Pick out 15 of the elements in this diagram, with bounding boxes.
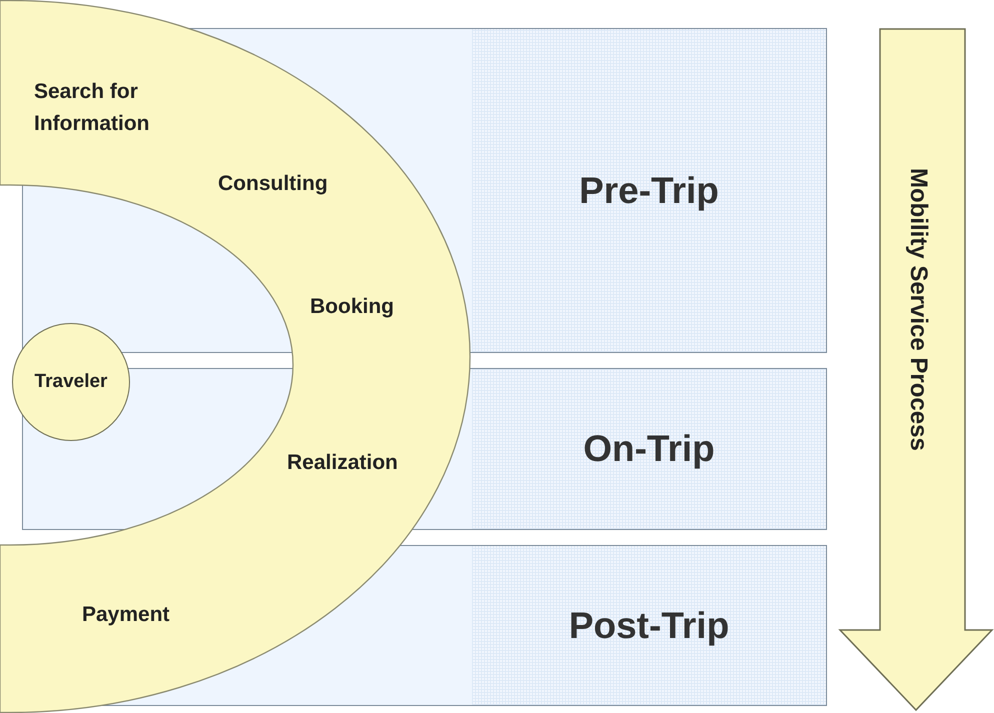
step-label: Booking — [310, 294, 395, 320]
process-arrow — [838, 28, 994, 712]
step-label: Consulting — [218, 171, 329, 197]
phase-label: Post-Trip — [568, 604, 730, 646]
phase-label: Pre-Trip — [578, 170, 720, 212]
step-label: Payment — [82, 602, 171, 628]
step-label: Search for Information — [34, 79, 150, 137]
traveler-label: Traveler — [34, 371, 108, 393]
phase-band — [472, 545, 827, 706]
phase-band — [472, 368, 827, 530]
process-label: Mobility Service Process — [904, 168, 932, 451]
step-label: Realization — [287, 450, 399, 476]
phase-band — [472, 28, 827, 353]
arch-band — [0, 0, 472, 713]
phase-label: On-Trip — [582, 428, 716, 470]
